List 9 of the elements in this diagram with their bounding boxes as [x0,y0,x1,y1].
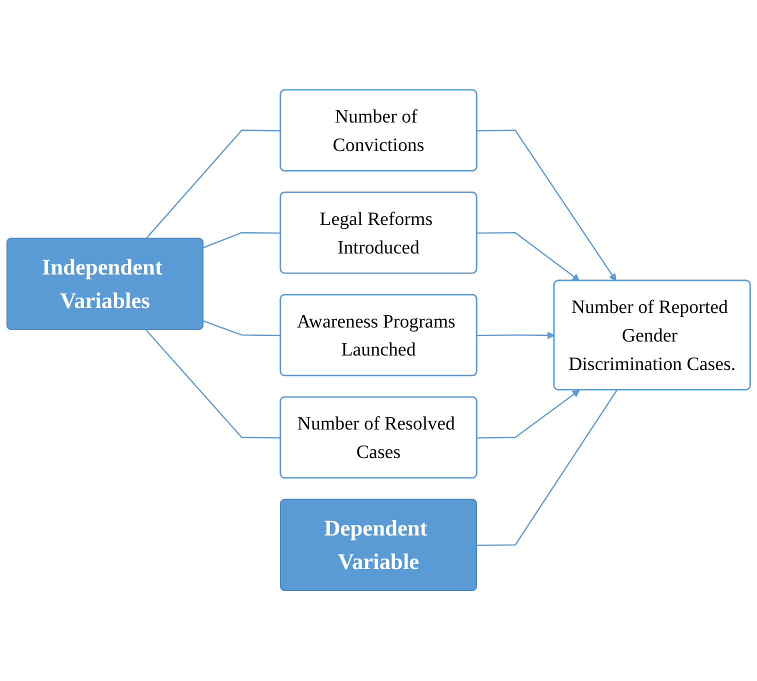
arrow [476,130,616,282]
connector [146,130,281,240]
connector [203,320,281,336]
connector [476,390,618,546]
connector [146,330,281,439]
connector [203,232,281,248]
arrow [476,232,580,282]
arrow [476,332,555,340]
arrow [476,390,580,439]
